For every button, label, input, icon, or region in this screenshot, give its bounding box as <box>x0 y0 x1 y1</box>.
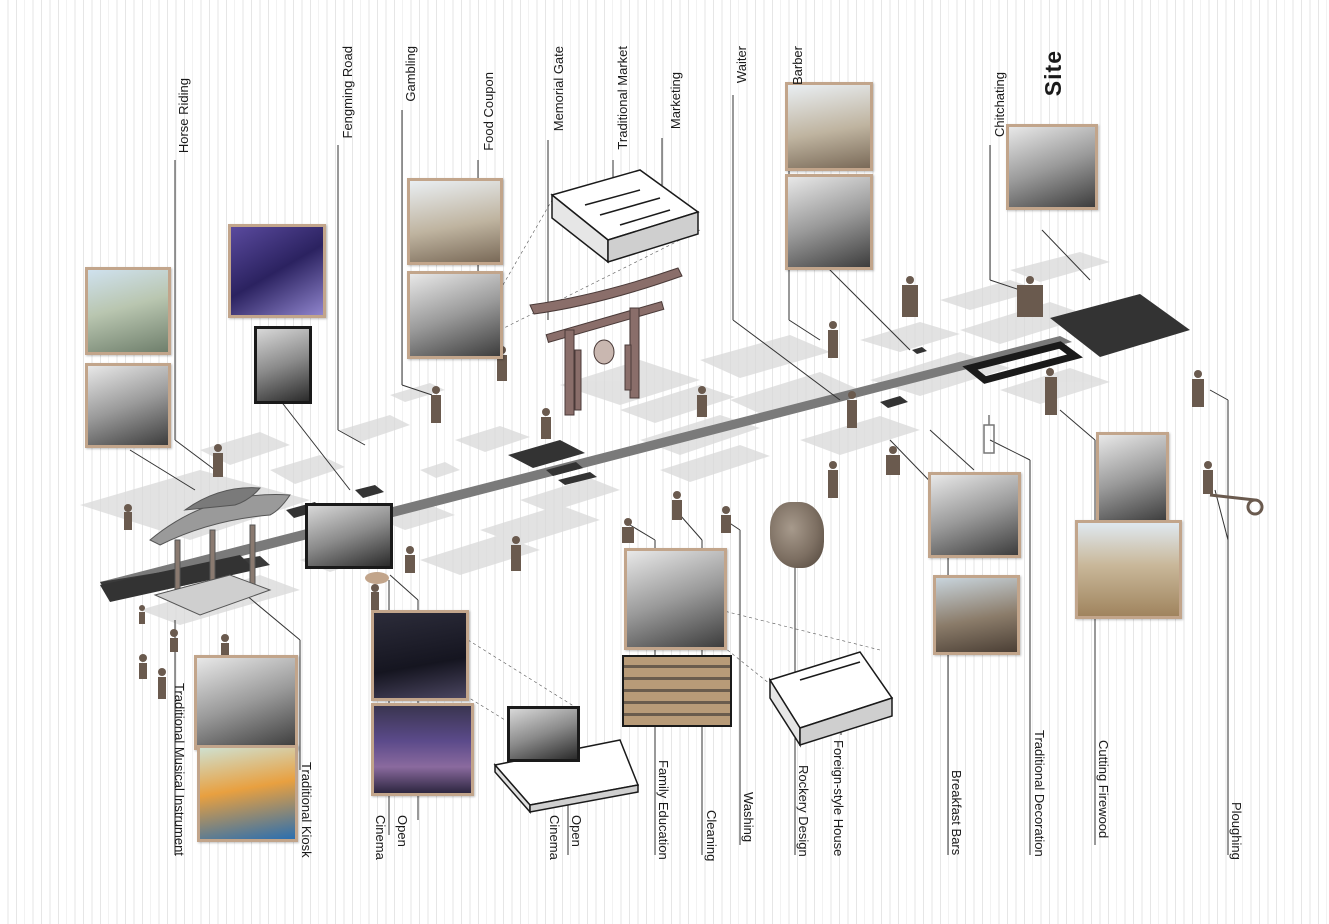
label-open-left: Open <box>395 815 410 847</box>
label-chitchating: Chitchating <box>992 72 1007 138</box>
photo-barber-historic <box>785 174 873 270</box>
photo-old-street <box>407 271 503 359</box>
site-heading: Site <box>1040 50 1066 97</box>
pavilion <box>149 487 291 616</box>
label-memorial-gate: Memorial Gate <box>551 46 566 132</box>
market-building-model <box>550 169 700 264</box>
photo-gambling-hall <box>228 224 326 318</box>
photo-breakfast-bar-historic <box>928 472 1021 558</box>
umbrella <box>365 572 389 584</box>
cutout-rockery-stone <box>770 502 824 568</box>
label-traditional-market: Traditional Market <box>615 46 630 150</box>
photo-horse-cart <box>85 363 171 448</box>
label-cutting-firewood: Cutting Firewood <box>1096 740 1111 839</box>
photo-breakfast-bar-modern <box>933 575 1020 655</box>
label-washing: Washing <box>741 792 756 843</box>
label-open-right: Open <box>569 815 584 847</box>
label-horse-riding: Horse Riding <box>176 78 191 154</box>
plough-cart <box>1209 493 1264 516</box>
label-traditional-musical-instrument: Traditional Musical Instrument <box>172 683 187 856</box>
open-cinema-model <box>493 739 640 814</box>
cutout-apartment-building <box>622 655 732 727</box>
photo-barber-modern <box>785 82 873 171</box>
photo-park-pavilion <box>194 655 298 750</box>
chitchat-block-outline <box>962 341 1083 384</box>
photo-cinema-hall <box>371 703 474 796</box>
label-breakfast-bars: Breakfast Bars <box>949 770 964 856</box>
label-gambling: Gambling <box>403 46 418 102</box>
label-fengming-road: Fengming Road <box>340 46 355 139</box>
label-ploughing: Ploughing <box>1229 802 1244 860</box>
label-marketing: Marketing <box>668 72 683 130</box>
photo-chitchat-gate <box>1006 124 1098 210</box>
label-foreign-style-house: Foreign-style House <box>831 740 846 857</box>
photo-food-court <box>407 178 503 265</box>
label-traditional-kiosk: Traditional Kiosk <box>299 762 314 858</box>
label-cinema-right: Cinema <box>547 815 562 860</box>
cutout-street-performance <box>305 503 393 569</box>
photo-bus-station <box>85 267 171 355</box>
label-barber: Barber <box>790 46 805 86</box>
cutout-cinema-screen <box>507 706 580 762</box>
photo-open-cinema <box>371 610 469 701</box>
photo-family-house <box>624 548 727 650</box>
photo-tractor-ploughing <box>1075 520 1182 619</box>
main-road <box>100 336 1072 600</box>
label-cinema-left: Cinema <box>373 815 388 860</box>
foreign-house-model <box>768 651 894 748</box>
figures <box>124 276 1213 699</box>
label-family-education: Family Education <box>656 760 671 860</box>
lantern <box>983 415 995 454</box>
label-food-coupon: Food Coupon <box>481 72 496 151</box>
label-traditional-decoration: Traditional Decoration <box>1032 730 1047 857</box>
label-rockery-design: Rockery Design <box>796 765 811 857</box>
memorial-gate <box>529 267 683 416</box>
photo-firewood-field <box>1096 432 1169 524</box>
photo-playground <box>197 745 298 842</box>
label-cleaning: Cleaning <box>704 810 719 862</box>
cutout-kiosk-building <box>254 326 312 404</box>
label-waiter: Waiter <box>734 46 749 84</box>
